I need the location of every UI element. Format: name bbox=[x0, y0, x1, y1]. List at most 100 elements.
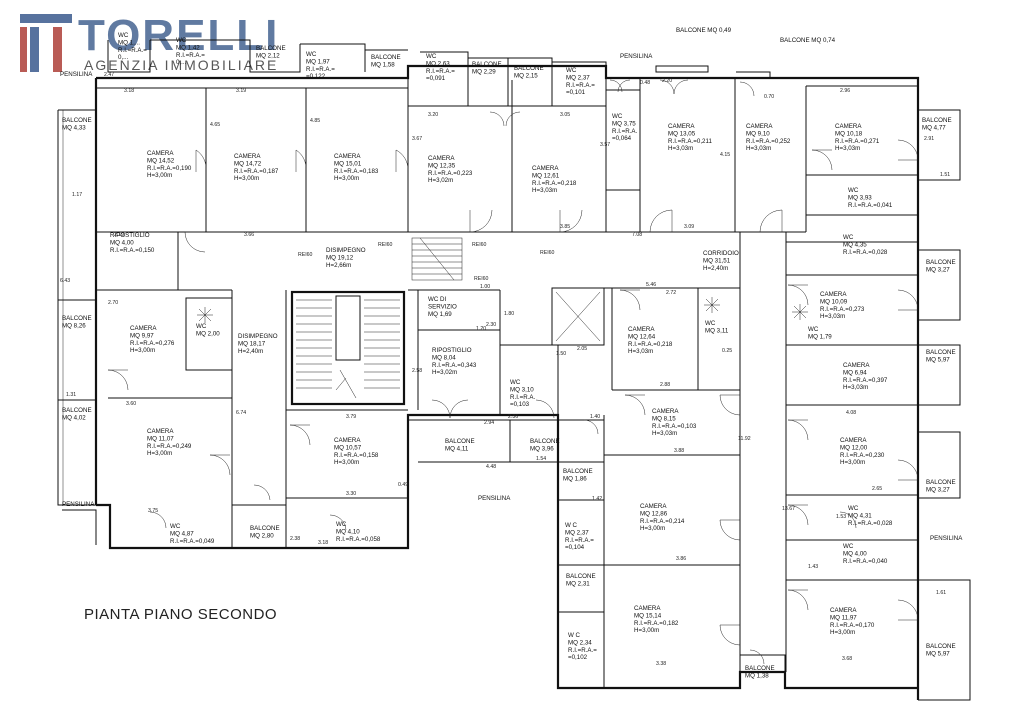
room-label-line: R.I.=R.A.=0,040 bbox=[843, 558, 888, 565]
room-label-line: BALCONE bbox=[62, 315, 92, 322]
room-label-line: MQ 4,00 bbox=[843, 550, 867, 557]
room-label-line: CAMERA bbox=[840, 437, 867, 444]
room-label-line: BALCONE bbox=[62, 407, 92, 414]
room-label-line: BALCONE bbox=[922, 117, 952, 124]
dimension-label: 3.18 bbox=[124, 88, 134, 94]
room-label-line: BALCONE bbox=[472, 61, 502, 68]
room-label-line: BALCONE bbox=[563, 468, 593, 475]
dimension-label: 3.57 bbox=[600, 142, 610, 148]
room-label-line: R.I.=R.A.=0,182 bbox=[634, 620, 679, 627]
east-block bbox=[740, 109, 971, 701]
dimension-label: 2.70 bbox=[108, 300, 118, 306]
rei60-label-5: REI60 bbox=[474, 276, 489, 282]
room-label-line: MQ 1,79 bbox=[808, 333, 832, 340]
room-label-line: RIPOSTIGLIO bbox=[110, 232, 150, 239]
room-label-line: MQ 15,01 bbox=[334, 160, 362, 167]
door-swings bbox=[107, 79, 919, 665]
room-label-line: R.I.=R.A.=0,230 bbox=[840, 452, 885, 459]
room-label-line: WC bbox=[808, 326, 819, 333]
dimension-label: 0.49 bbox=[398, 482, 408, 488]
annotations: BALCONE MQ 0,49 BALCONE MQ 0,74 PENSILIN… bbox=[60, 27, 963, 542]
room-label-line: MQ 2,37 bbox=[566, 74, 590, 81]
west-block bbox=[62, 232, 408, 548]
room-label-line: CAMERA bbox=[843, 362, 870, 369]
room-label-line: WC bbox=[426, 53, 437, 60]
room-label-line: R.I.=R.A. bbox=[612, 128, 638, 135]
room-label-line: CAMERA bbox=[640, 503, 667, 510]
room-label-line: MQ 1,... bbox=[118, 39, 140, 46]
room-label-line: R.I.=R.A.=0,103 bbox=[652, 423, 697, 430]
room-label-line: R.I.=R.A.= bbox=[565, 537, 594, 544]
room-label-line: H=3,03m bbox=[746, 145, 771, 152]
room-label-line: BALCONE bbox=[926, 349, 956, 356]
room-label-line: MQ 2,63 bbox=[426, 60, 450, 67]
dimension-label: 6.43 bbox=[60, 278, 70, 284]
dimension-label: 2.91 bbox=[924, 136, 934, 142]
room-label-line: =0,064 bbox=[612, 135, 632, 142]
room-label-line: SERVIZIO bbox=[428, 303, 457, 310]
dimension-label: 3.86 bbox=[676, 556, 686, 562]
room-label-line: MQ 11,07 bbox=[147, 435, 174, 442]
room-label-line: R.I.=R.A.=0,211 bbox=[668, 138, 712, 145]
room-label-line: WC bbox=[848, 505, 859, 512]
dimension-label: 2.38 bbox=[290, 536, 300, 542]
dimension-label: 3.30 bbox=[346, 491, 356, 497]
dimension-label: 3.09 bbox=[684, 224, 694, 230]
room-label-line: MQ 3,10 bbox=[510, 386, 534, 393]
balcone-074-label: BALCONE MQ 0,74 bbox=[780, 37, 836, 44]
dimension-label: 0.70 bbox=[764, 94, 774, 100]
dimension-label: 3.67 bbox=[412, 136, 422, 142]
room-label-line: WC bbox=[170, 523, 181, 530]
dimension-label: 1.00 bbox=[480, 284, 490, 290]
dimension-label: 1.20 bbox=[476, 326, 486, 332]
room-label-line: R.I.=R.A.=0,271 bbox=[835, 138, 880, 145]
room-label-line: WC bbox=[336, 521, 347, 528]
room-label-line: CORRIDOIO bbox=[703, 250, 739, 257]
rei60-label-2: REI60 bbox=[378, 242, 393, 248]
room-label-line: BALCONE bbox=[566, 573, 596, 580]
room-label-line: H=3,03m bbox=[843, 384, 868, 391]
vent-symbols bbox=[197, 297, 808, 323]
room-label-line: W C bbox=[568, 632, 581, 639]
dimension-label: 1.61 bbox=[936, 590, 946, 596]
room-label-line: MQ 12,61 bbox=[532, 172, 560, 179]
outer-walls bbox=[94, 64, 920, 700]
room-label-line: H=3,00m bbox=[334, 459, 359, 466]
dimension-label: 2.72 bbox=[666, 290, 676, 296]
room-label-line: H=3,03m bbox=[668, 145, 693, 152]
room-label-line: BALCONE bbox=[371, 54, 401, 61]
room-label-line: MQ 3,96 bbox=[530, 445, 554, 452]
room-label-line: MQ 2,34 bbox=[568, 639, 592, 646]
dimension-label: 2.96 bbox=[840, 88, 850, 94]
room-label-line: MQ 3,75 bbox=[612, 120, 636, 127]
room-label-line: H=3,00m bbox=[840, 459, 865, 466]
room-label-line: MQ 4,31 bbox=[848, 512, 872, 519]
room-label-line: WC bbox=[848, 187, 859, 194]
dimension-label: 2.65 bbox=[872, 486, 882, 492]
room-label-line: R.I.=R.A.=0,397 bbox=[843, 377, 888, 384]
room-label-line: =0,104 bbox=[565, 544, 585, 551]
room-label-line: WC bbox=[196, 323, 207, 330]
room-label-line: BALCONE bbox=[926, 643, 956, 650]
room-label-line: MQ 4,33 bbox=[62, 124, 86, 131]
room-label-line: =0,102 bbox=[568, 654, 588, 661]
room-label-line: WC bbox=[306, 51, 317, 58]
room-label-line: CAMERA bbox=[634, 605, 661, 612]
room-label-line: BALCONE bbox=[445, 438, 475, 445]
dimension-label: 3.66 bbox=[244, 232, 254, 238]
